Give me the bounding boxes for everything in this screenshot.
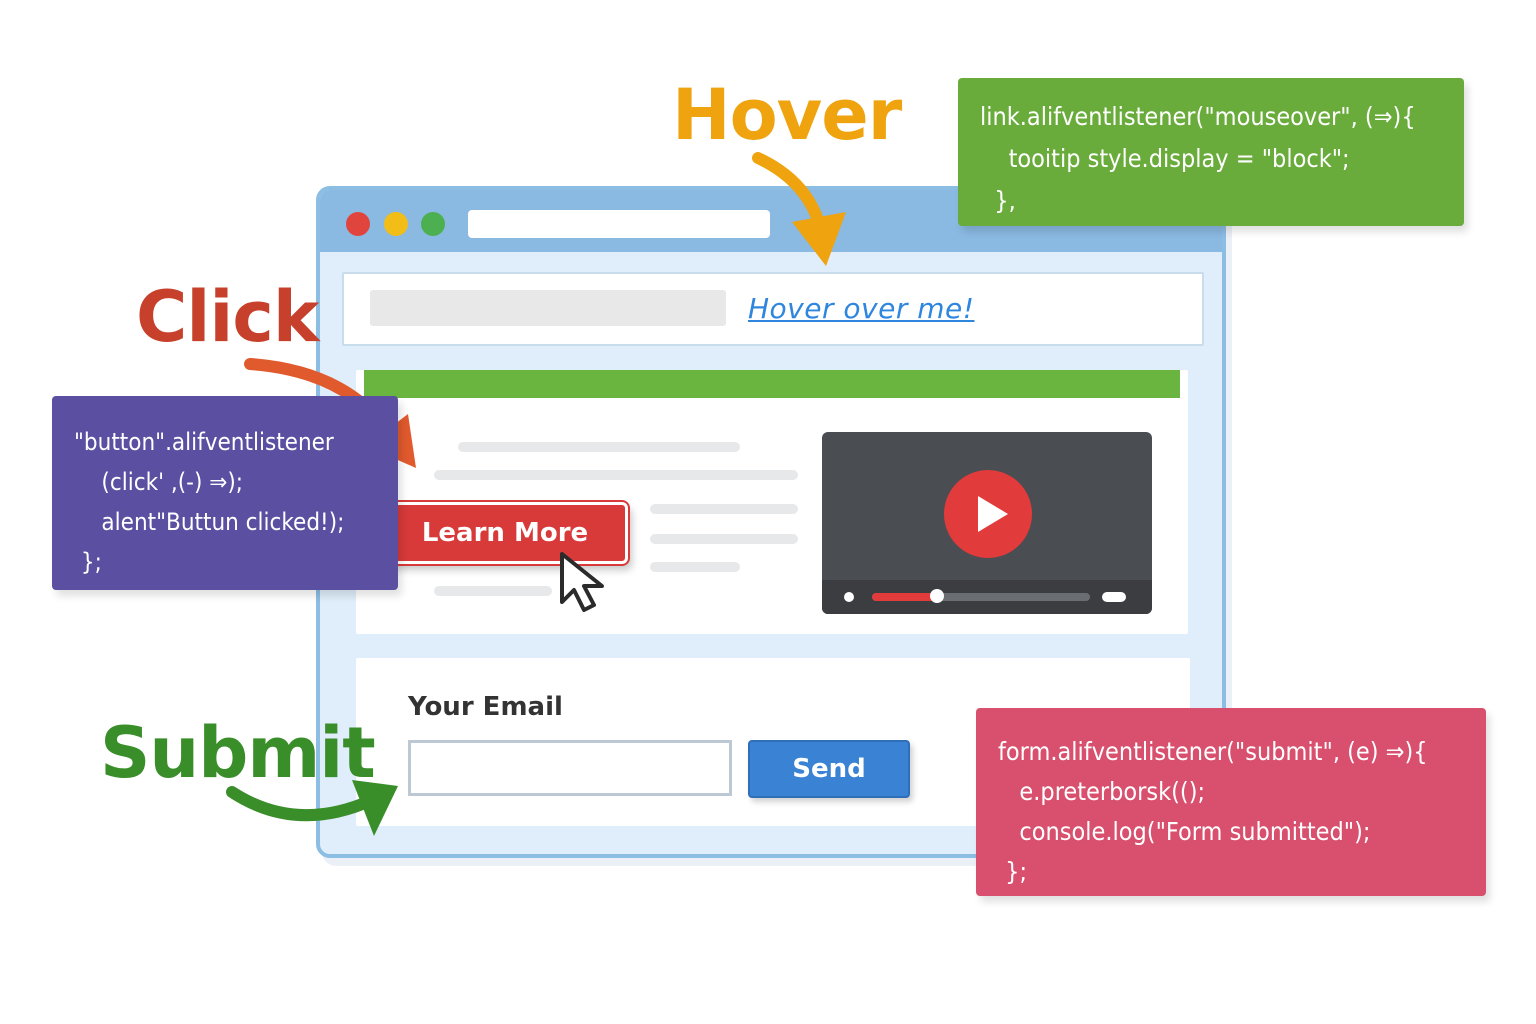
code-line: link.alifventlistener("mouseover", (⇒){ xyxy=(980,102,1416,131)
address-bar[interactable] xyxy=(468,210,770,238)
text-line xyxy=(458,442,740,452)
send-button[interactable]: Send xyxy=(748,740,910,798)
hover-link[interactable]: Hover over me! xyxy=(748,292,975,325)
maximize-window-dot[interactable] xyxy=(421,212,445,236)
video-progress-knob[interactable] xyxy=(930,589,945,603)
code-line: console.log("Form submitted"); xyxy=(998,817,1371,846)
email-label: Your Email xyxy=(408,692,563,722)
text-line xyxy=(650,562,740,572)
submit-event-label: Submit xyxy=(100,712,376,794)
video-progress-track[interactable] xyxy=(872,593,1090,601)
click-code-box: "button".alifventlistener (click' ,(-) ⇒… xyxy=(52,396,398,590)
close-window-dot[interactable] xyxy=(346,212,370,236)
text-line xyxy=(434,470,798,480)
text-line xyxy=(434,586,552,596)
code-line: "button".alifventlistener xyxy=(74,428,334,456)
video-controls xyxy=(822,580,1152,614)
code-line: tooitip style.display = "block"; xyxy=(980,144,1350,173)
learn-more-button[interactable]: Learn More xyxy=(382,502,628,564)
code-line: }; xyxy=(74,548,102,576)
text-line xyxy=(650,534,798,544)
hover-event-label: Hover xyxy=(672,74,902,156)
code-line: }, xyxy=(980,186,1016,215)
code-line: e.preterborsk((); xyxy=(998,777,1206,806)
play-icon[interactable] xyxy=(944,470,1032,558)
video-control-dot[interactable] xyxy=(844,592,854,602)
video-player[interactable] xyxy=(822,432,1152,614)
hover-code-box: link.alifventlistener("mouseover", (⇒){ … xyxy=(958,78,1464,226)
minimize-window-dot[interactable] xyxy=(384,212,408,236)
text-line xyxy=(650,504,798,514)
video-progress-fill xyxy=(872,593,938,601)
click-event-label: Click xyxy=(136,276,319,358)
content-top-bar xyxy=(364,370,1180,398)
video-fullscreen-control[interactable] xyxy=(1102,592,1126,602)
code-line: alent"Buttun clicked!); xyxy=(74,508,345,536)
header-placeholder-bar xyxy=(370,290,726,326)
browser-window: Hover over me! Learn More Your Email Sen… xyxy=(316,186,1226,858)
code-line: (click' ,(-) ⇒); xyxy=(74,468,244,496)
code-line: form.alifventlistener("submit", (e) ⇒){ xyxy=(998,737,1428,766)
email-field[interactable] xyxy=(408,740,732,796)
pointer-cursor-icon xyxy=(560,552,604,612)
submit-code-box: form.alifventlistener("submit", (e) ⇒){ … xyxy=(976,708,1486,896)
page-header: Hover over me! xyxy=(342,272,1204,346)
code-line: }; xyxy=(998,857,1028,886)
